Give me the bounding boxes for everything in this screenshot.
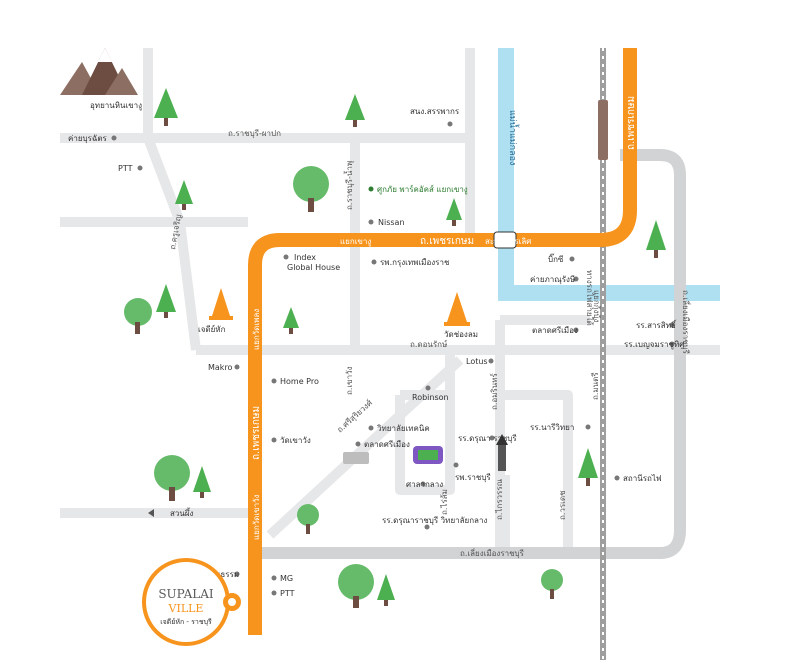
road-label-muang: ถ.มนตรี [591, 372, 600, 400]
pine-tree-icon [193, 466, 211, 498]
poi-label: ตลาดศรีเมือง [364, 440, 410, 449]
temple-icons [209, 288, 470, 326]
road-label-dan-rak: ถ.ดอนรักษ์ [410, 339, 447, 349]
road-label-phetkasem-vertical: ถ.เพชรเกษม [251, 406, 262, 460]
poi-label: Robinson [412, 393, 449, 402]
project-location-marker[interactable]: SUPALAI VILLE เจดีย์หัก - ราชบุรี [142, 558, 241, 646]
road-label-ratchaburi-pak-tho: ถ.ราชบุรี-ผาปก [228, 129, 281, 138]
train-icon [598, 100, 608, 160]
suan-phueng-direction: สวนผึ้ง [148, 507, 194, 518]
poi-label: PTT [280, 589, 295, 598]
pine-tree-icon [578, 448, 598, 486]
pine-tree-icon [175, 180, 193, 210]
road-label-ring: ถ.เลี่ยงเมืองราชบุรี [460, 547, 525, 558]
poi-label: รร.ดรุณา ราชบุรี [458, 434, 517, 443]
poi-label: วัดเขาวัง [280, 436, 311, 445]
poi-label: รร.ดรุณาราชบุรี วิทยาลัยกลาง [382, 516, 487, 525]
bridge-marker [493, 231, 517, 249]
road-label-khao-wang: ถ.เขาวัง [345, 366, 354, 395]
junction-label-wang: แยกกุ้งบ้ง [592, 290, 601, 323]
poi-label: รร.เบญจมราชูทิศ [624, 340, 684, 350]
poi-label: ศาลากลาง [406, 480, 443, 489]
main-road-phetkasem [248, 48, 637, 635]
poi-label: ค่ายบุรฉัตร [68, 134, 108, 143]
poi-label: รพ.ราชบุรี [455, 473, 491, 482]
poi-label: ตลาดศรีเมือง [532, 326, 578, 335]
poi-label: รพ.กรุงเทพเมืองราช [380, 258, 450, 267]
junction-label-kui-bua: แยกวัดเขาวัง [252, 494, 261, 540]
poi-label: Lotus [466, 357, 488, 366]
pine-tree-icon [154, 88, 178, 126]
poi-label: วิทยาลัยเทคนิค [376, 424, 429, 433]
brand-tagline: เจดีย์หัก - ราชบุรี [160, 618, 212, 626]
poi-label: Makro [208, 363, 233, 372]
pine-tree-icon [283, 307, 299, 334]
road-label-rail: ทางรถไฟสายใต้ [585, 270, 594, 326]
poi-label: Global House [287, 263, 340, 272]
poi-label: รร.สารสิทธิ์ [636, 319, 677, 330]
junction-label-wat-pha: แยกวัดเพลง [252, 309, 261, 350]
poi-label: อุทยานหินเขางู [90, 101, 142, 111]
brand-name-line2: VILLE [168, 602, 204, 615]
poi-label: วัดช่องลม [444, 330, 478, 339]
stupa-icon [444, 292, 470, 326]
round-tree-icon [124, 298, 152, 334]
road-label-sri-suriyawong: ถ.ศรีสุริยวงศ์ [335, 398, 374, 435]
bus-icon [343, 452, 369, 464]
poi-label: Nissan [378, 218, 405, 227]
river [498, 48, 720, 301]
round-tree-icon [297, 504, 319, 534]
poi-label: Index [294, 253, 316, 262]
round-tree-icon [338, 564, 374, 608]
poi-dots [111, 121, 675, 596]
poi-label: สนง.สรรพากร [410, 107, 460, 116]
brand-name-line1: SUPALAI [158, 587, 214, 601]
poi-label: PTT [118, 164, 133, 173]
poi-labels: อุทยานหินเขางู ค่ายบุรฉัตร PTT สนง.สรรพา… [68, 101, 684, 598]
bridge-label: สะพานธีรเลิศ [485, 237, 531, 246]
road-label-phetkasem-right: ถ.เพชรเกษม [626, 96, 637, 150]
poi-label: สถานีรถไฟ [623, 474, 662, 483]
stadium-icon [413, 446, 443, 464]
round-tree-icon [293, 166, 329, 212]
pine-tree-icon [646, 220, 666, 258]
road-label-kraiwan: ถ.ไกรวรรณ [495, 478, 504, 520]
ring-road [260, 149, 686, 559]
tree-icons [124, 88, 666, 608]
river-label: แม่น้ำแม่กลอง [507, 110, 520, 165]
poi-label: เจดีย์หัก [198, 324, 226, 334]
pine-tree-icon [156, 284, 176, 318]
road-label-vorasit: ถ.วรเดช [558, 490, 567, 520]
pine-tree-icon [377, 574, 395, 606]
stupa-icon [209, 288, 233, 320]
mountain-icon [60, 48, 138, 95]
poi-label: Home Pro [280, 377, 319, 386]
suan-phueng-label: สวนผึ้ง [170, 507, 194, 518]
road-label-phetkasem-main: ถ.เพชรเกษม [420, 236, 474, 247]
poi-label: รร.นารีวิทยา [530, 423, 574, 432]
poi-label: ค่ายภาณุรังษี [530, 275, 575, 284]
road-label-ring-vertical: ถ.เลี่ยงเมืองราชบุรี [681, 290, 692, 355]
poi-label: MG [280, 574, 293, 583]
pine-tree-icon [345, 94, 365, 127]
poi-label: บิ๊กซี [548, 253, 564, 264]
junction-label-khao-ngu: แยกเขางู [340, 237, 371, 247]
round-tree-icon [541, 569, 563, 599]
road-label-ratchaburi-nam-phueng: ถ.ราชบุรี-น้ำพุ [343, 161, 354, 210]
road-label-rai-so: ถ.ไร่ส้ม [440, 489, 449, 515]
poi-label: ศูกภัย พาร์คอัคส์ แยกเขางู [377, 184, 468, 195]
round-tree-icon [154, 455, 190, 501]
pine-tree-icon [446, 198, 462, 226]
clock-tower-icon [496, 434, 508, 471]
road-label-amarin: ถ.อมรินทร์ [489, 372, 499, 410]
